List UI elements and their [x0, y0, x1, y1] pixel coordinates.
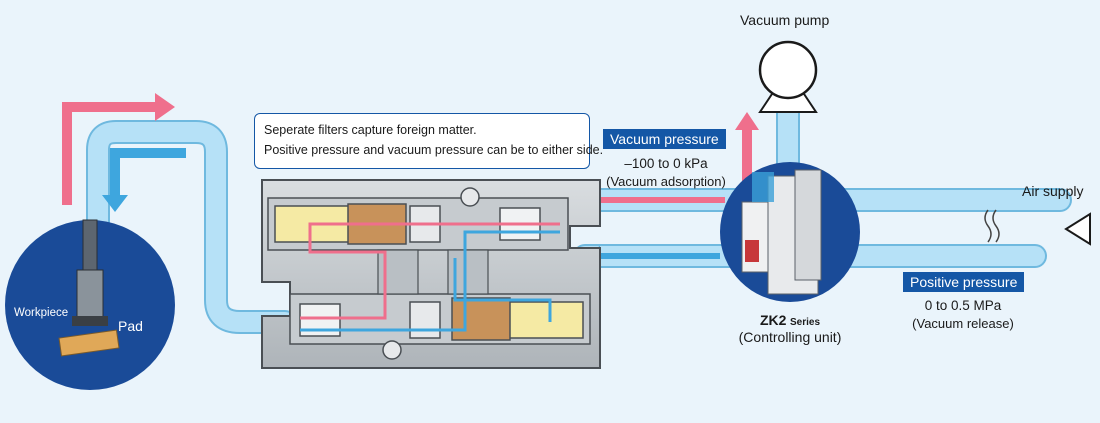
workpiece-label: Workpiece: [14, 307, 69, 319]
pad-assembly: [5, 219, 175, 390]
controller-model-name: ZK2: [759, 312, 787, 328]
vacuum-pump: [758, 40, 818, 113]
break-symbol: [984, 209, 1000, 243]
vacuum-arrow-pad: [62, 93, 175, 205]
vacuum-line: [585, 197, 725, 203]
callout-line-1: Seperate filters capture foreign matter.: [264, 123, 477, 137]
positive-pressure-badge: Positive pressure: [903, 272, 1025, 292]
controller-series-label: Series: [790, 317, 821, 328]
filter-callout: Seperate filters capture foreign matter.…: [254, 113, 604, 169]
callout-line-2: Positive pressure and vacuum pressure ca…: [264, 143, 604, 157]
lower-filter-element: [504, 301, 584, 339]
vacuum-pump-label: Vacuum pump: [740, 12, 830, 28]
vacuum-pressure-badge: Vacuum pressure: [603, 129, 726, 149]
positive-pressure-note: (Vacuum release): [912, 316, 1014, 331]
internal-flow-paths: [300, 222, 560, 332]
controller-model: ZK2 Series: [730, 312, 850, 331]
filter-body: [261, 179, 601, 369]
positive-arrow-pad: [102, 148, 186, 212]
controller-unit: [720, 162, 860, 302]
vacuum-pressure-range: –100 to 0 kPa: [624, 156, 708, 171]
vacuum-flow-arrows: [62, 93, 759, 205]
pad-label: Pad: [118, 318, 143, 334]
air-supply-label: Air supply: [1022, 183, 1084, 199]
vacuum-arrow-pump: [735, 112, 759, 195]
vacuum-pressure-note: (Vacuum adsorption): [606, 174, 726, 189]
controller-role: (Controlling unit): [738, 329, 842, 345]
workpiece: [58, 329, 120, 357]
positive-pressure-range: 0 to 0.5 MPa: [924, 298, 1002, 313]
air-supply-source: [984, 209, 1091, 246]
positive-line: [582, 246, 720, 266]
pump-symbol: [758, 40, 818, 100]
positive-flow-arrows: [102, 148, 720, 266]
